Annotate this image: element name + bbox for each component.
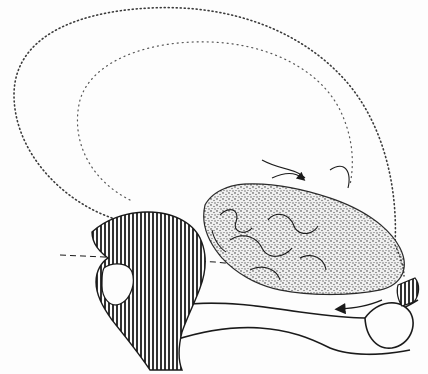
right-ring <box>365 303 413 348</box>
stippled-mass <box>204 184 405 295</box>
pointer-line-2 <box>330 166 349 188</box>
arrow-top <box>272 174 302 179</box>
dotted-outline-inner <box>77 42 352 200</box>
